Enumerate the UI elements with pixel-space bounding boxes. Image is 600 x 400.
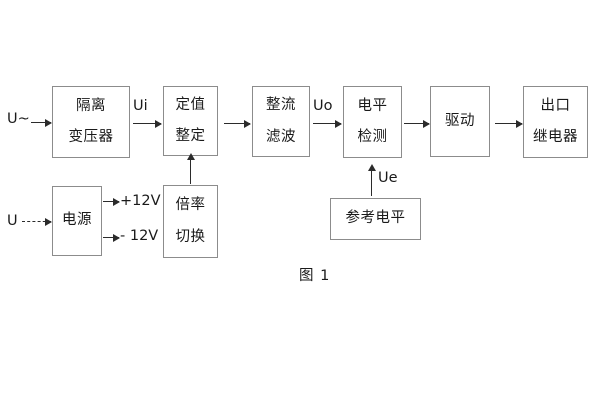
- block-isolation-transformer: 隔离 变压器: [52, 86, 130, 158]
- arrow-input-to-isolation-transformer: [31, 118, 52, 127]
- arrow-drive-to-output-relay: [495, 119, 523, 128]
- arrow-input-dc-to-power-supply: [22, 217, 52, 226]
- arrow-rail-negative: [103, 233, 120, 242]
- signal-ui-label: Ui: [133, 98, 148, 114]
- block-ratio-switch: 倍率 切换: [163, 185, 218, 258]
- signal-ue-label: Ue: [378, 170, 398, 186]
- block-rectify-filter-line1: 整流: [266, 97, 296, 114]
- block-output-relay: 出口 继电器: [523, 86, 588, 158]
- block-reference-level-line1: 参考电平: [345, 210, 406, 227]
- block-ratio-switch-line2: 切换: [175, 228, 206, 245]
- rail-positive-label: +12V: [120, 193, 161, 209]
- block-power-supply: 电源: [52, 186, 102, 256]
- arrow-rail-positive: [103, 197, 120, 206]
- block-ratio-switch-line1: 倍率: [175, 197, 206, 214]
- block-level-detection: 电平 检测: [343, 86, 402, 158]
- block-rectify-filter-line2: 滤波: [266, 128, 296, 145]
- arrow-level-detection-to-drive: [404, 119, 430, 128]
- block-isolation-transformer-line1: 隔离: [76, 97, 106, 114]
- block-drive: 驱动: [430, 86, 490, 157]
- input-dc-label: U: [7, 213, 18, 229]
- arrow-isolation-transformer-to-setting-value: [133, 119, 162, 128]
- arrow-rectify-filter-to-level-detection: [313, 119, 342, 128]
- arrow-setting-value-to-rectify-filter: [224, 119, 251, 128]
- block-power-supply-line1: 电源: [62, 212, 92, 229]
- arrow-reference-level-to-level-detection: [367, 164, 376, 196]
- block-isolation-transformer-line2: 变压器: [68, 129, 114, 145]
- figure-caption: 图 1: [299, 268, 331, 284]
- block-setting-value-line1: 定值: [175, 96, 206, 113]
- rail-negative-label: - 12V: [120, 228, 159, 244]
- block-output-relay-line2: 继电器: [533, 129, 578, 145]
- block-output-relay-line1: 出口: [540, 97, 571, 114]
- signal-uo-label: Uo: [313, 98, 333, 114]
- block-reference-level: 参考电平: [330, 198, 421, 240]
- block-setting-value-line2: 整定: [175, 128, 206, 144]
- block-setting-value: 定值 整定: [163, 86, 218, 156]
- block-level-detection-line1: 电平: [357, 97, 388, 114]
- block-drive-line1: 驱动: [445, 112, 475, 129]
- arrow-ratio-switch-to-setting-value: [186, 153, 195, 184]
- block-level-detection-line2: 检测: [357, 129, 388, 145]
- block-rectify-filter: 整流 滤波: [252, 86, 310, 157]
- input-ac-label: U~: [7, 111, 30, 127]
